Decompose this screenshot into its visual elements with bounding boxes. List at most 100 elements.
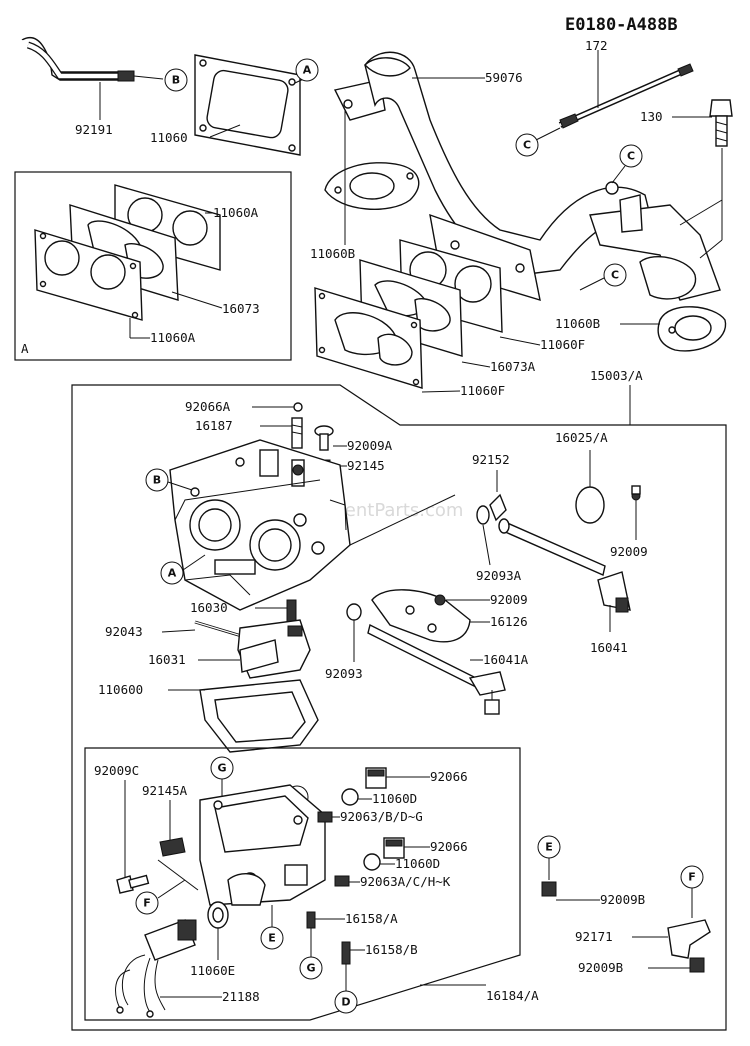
callout-a-2 [160,561,184,585]
callout-a-top [295,58,319,82]
label-16030: 16030 [190,600,228,615]
bolt-130 [709,99,733,147]
label-11060-top: 11060 [150,130,188,145]
label-92009B-2: 92009B [578,960,623,975]
label-92093: 92093 [325,666,363,681]
pin-16030 [286,599,297,623]
callout-c-1 [515,133,539,157]
label-16073A: 16073A [490,359,536,374]
label-172: 172 [585,38,608,53]
intake-manifold-59076 [333,51,721,302]
callout-c-3-letter: C [611,269,619,282]
callout-c-1-letter: C [523,139,531,152]
label-11060F-2: 11060F [460,383,505,398]
label-92145A: 92145A [142,783,188,798]
label-16187: 16187 [195,418,233,433]
screw-92009C [116,874,150,894]
callout-c-2-letter: C [627,150,635,163]
label-16031: 16031 [148,652,186,667]
label-16158B: 16158/B [365,942,418,957]
label-11060D-2: 11060D [395,856,440,871]
bracket-92171 [667,919,711,959]
plug-92066-1 [365,767,387,789]
label-92191: 92191 [75,122,113,137]
label-92093A: 92093A [476,568,522,583]
label-16025A: 16025/A [555,430,608,445]
inset-letter-a: A [21,341,29,356]
callout-b-2-letter: B [153,474,161,487]
gasket-11060B-left [324,162,420,210]
valve-16025A [575,486,605,524]
ring-92066A [293,402,303,412]
callout-e-2-letter: E [545,841,553,854]
choke-plate-16126 [371,589,471,643]
label-11060B-1: 11060B [310,246,355,261]
label-92009B-1: 92009B [600,892,645,907]
label-16073: 16073 [222,301,260,316]
label-92066-1: 92066 [430,769,468,784]
callout-f-1-letter: F [143,897,151,910]
stud-172 [558,63,694,129]
carburetor-assembly-box [71,384,727,1031]
hose-92191 [19,37,135,160]
label-16184A: 16184/A [486,988,539,1003]
callout-a-top-letter: A [303,64,312,77]
callout-c-3 [603,263,627,287]
gasket-11060B-right [657,306,727,352]
callout-b [164,68,188,92]
plug-92066-2 [383,837,405,859]
screw-92009B-1 [541,881,557,897]
screw-92009A [314,425,334,451]
callout-a-2-letter: A [168,567,177,580]
gasket-11060 [194,54,301,156]
label-92145: 92145 [347,458,385,473]
jet-16158A [306,911,316,929]
choke-shaft-16041A [367,623,506,715]
jet-92063-1 [317,811,333,823]
screw-92009-valve [631,485,641,501]
label-92171: 92171 [575,929,613,944]
spring-92145A [159,837,186,857]
jet-16158B [341,941,351,965]
label-92066-2: 92066 [430,839,468,854]
callout-b-2 [145,468,169,492]
callout-b-letter: B [172,74,180,87]
callout-c-2 [619,144,643,168]
callout-d-2-letter: D [341,996,350,1009]
label-16158A: 16158/A [345,911,398,926]
label-21188: 21188 [222,989,260,1004]
carburetor-body [169,439,351,611]
label-11060E: 11060E [190,963,235,978]
label-92009-2: 92009 [490,592,528,607]
float-bowl-box [84,747,521,1021]
washer-11060D-1 [341,788,359,806]
label-92066A: 92066A [185,399,231,414]
callout-e-1-letter: E [268,932,276,945]
inset-box-a [14,171,292,361]
solenoid-21188 [115,919,197,1018]
label-11060A-2: 11060A [150,330,196,345]
callout-f-2-letter: F [688,871,696,884]
label-11060F-1: 11060F [540,337,585,352]
label-110600: 110600 [98,682,143,697]
label-92063ACHK: 92063A/C/H~K [360,874,451,889]
washer-11060D-2 [363,853,381,871]
label-16041: 16041 [590,640,628,655]
clip-92152 [476,493,507,525]
manifold-gasket-stack [314,239,503,389]
label-16126: 16126 [490,614,528,629]
label-15003A: 15003/A [590,368,643,383]
label-92063BDG: 92063/B/D~G [340,809,423,824]
callout-g-1-letter: G [217,762,226,775]
float-16031 [237,619,311,679]
jet-16187 [291,417,303,449]
label-92009C: 92009C [94,763,139,778]
callout-g-2-letter: G [306,962,315,975]
seal-92093 [346,603,362,621]
label-11060D-1: 11060D [372,791,417,806]
screw-92009B-2 [689,957,705,973]
label-92152: 92152 [472,452,510,467]
label-92009: 92009 [610,544,648,559]
label-11060B-2: 11060B [555,316,600,331]
